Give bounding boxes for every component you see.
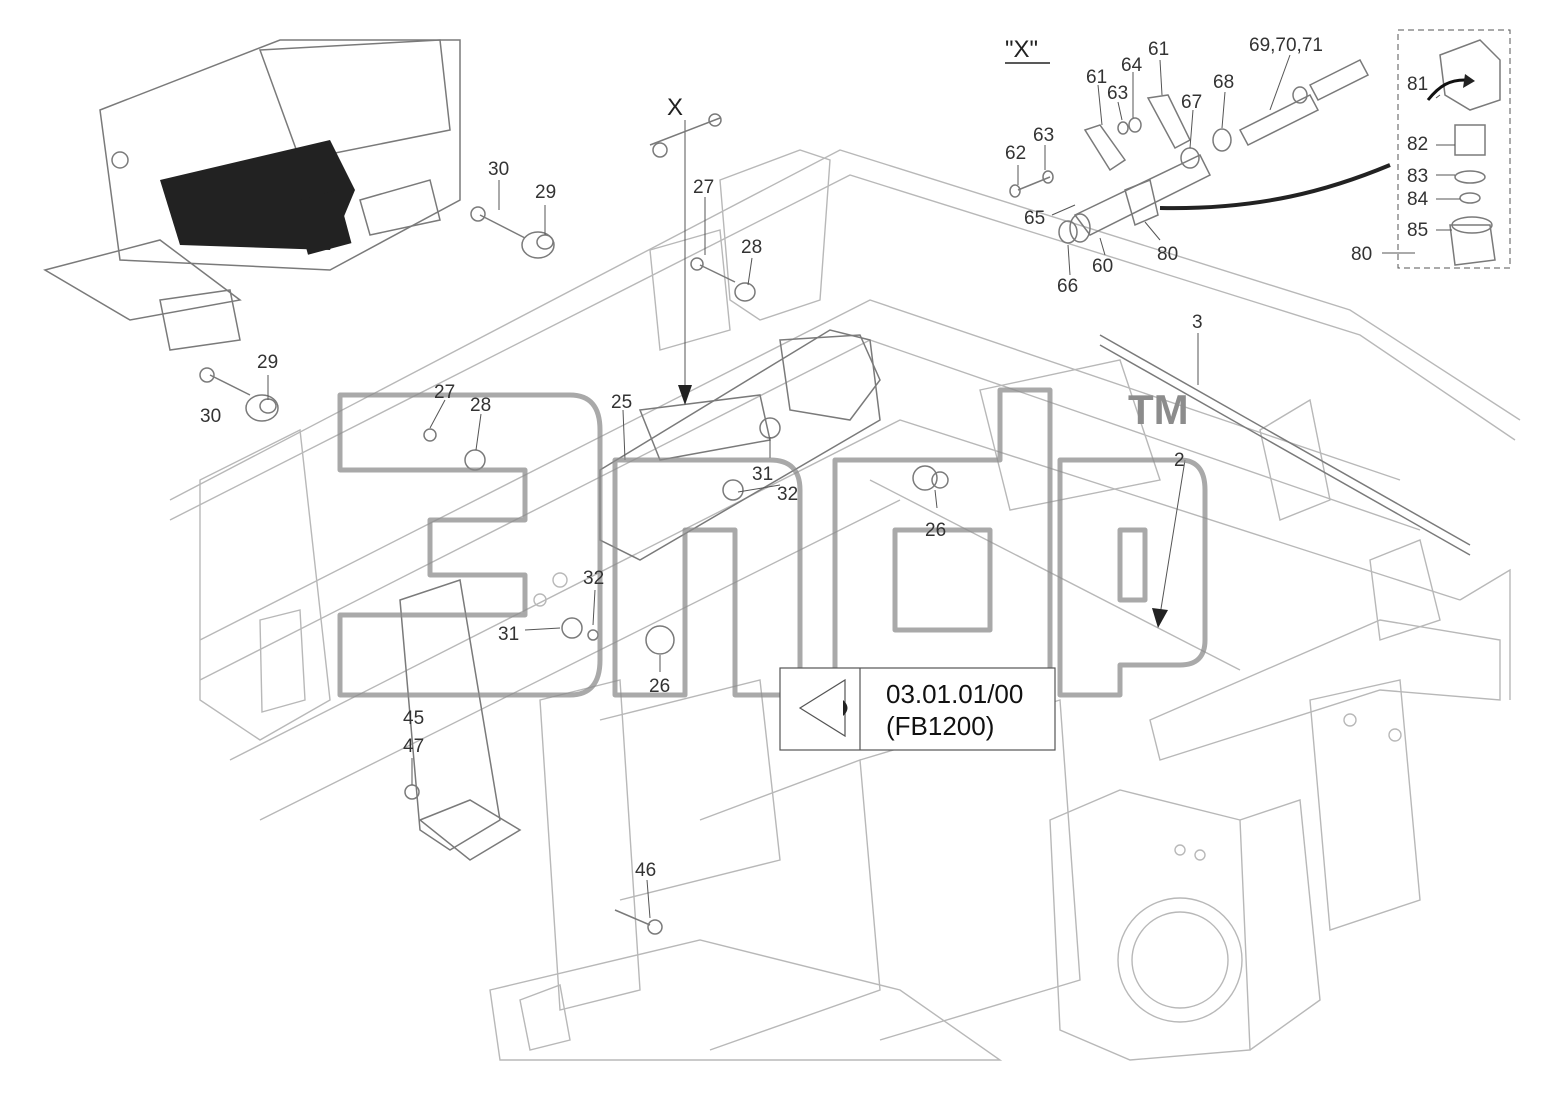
callout-30-top: 30 [488,159,509,180]
callout-32-lower: 32 [583,568,604,589]
x-view-marker [649,113,722,405]
callout-32-upper: 32 [777,484,798,505]
watermark-tm: TM [1128,386,1189,433]
callout-64: 64 [1121,55,1143,76]
callout-31-upper: 31 [752,464,773,485]
callout-26-lower: 26 [649,676,670,697]
leader-lines [267,54,1460,919]
callout-3: 3 [1192,312,1203,333]
callout-81: 81 [1407,74,1428,95]
reference-code: 03.01.01/00 [886,679,1023,709]
callout-80-detail: 80 [1157,244,1178,265]
watermark-logo: TM [337,386,1208,698]
main-frame-drawing [169,149,1521,1061]
callout-29-left: 29 [257,352,278,373]
callout-27-mid: 27 [434,382,455,403]
callout-84: 84 [1407,189,1429,210]
callout-60: 60 [1092,256,1113,277]
callout-28-mid: 28 [470,395,491,416]
callout-26-upper: 26 [925,520,946,541]
callout-85: 85 [1407,220,1428,241]
rod-arrow-part-2 [1152,459,1186,628]
callout-67: 67 [1181,92,1202,113]
callout-30-left: 30 [200,406,221,427]
callout-62: 62 [1005,143,1026,164]
callout-2: 2 [1174,450,1185,471]
callout-46: 46 [635,860,656,881]
callout-80-box: 80 [1351,244,1372,265]
callout-31-lower: 31 [498,624,519,645]
callout-63-upper: 63 [1107,83,1128,104]
x-marker-label: X [667,94,683,121]
callout-45: 45 [403,708,424,729]
reference-box: 03.01.01/00 (FB1200) [779,667,1056,751]
bolt-bushing-group-top [470,206,555,259]
callout-29-top: 29 [535,182,556,203]
machine-overview-illustration [43,39,461,351]
detail-x-assembly [1009,29,1511,269]
callout-28-top: 28 [741,237,762,258]
callout-63-lower: 63 [1033,125,1054,146]
callout-65: 65 [1024,208,1045,229]
callout-66: 66 [1057,276,1078,297]
reference-model: (FB1200) [886,711,994,741]
callout-68: 68 [1213,72,1234,93]
callout-82: 82 [1407,134,1428,155]
callout-25: 25 [611,392,632,413]
callout-61-left: 61 [1086,67,1107,88]
callout-27-top: 27 [693,177,714,198]
view-eye-dot-icon [843,700,848,716]
callout-61-right: 61 [1148,39,1169,60]
bolt-washer-group-27-28 [690,257,756,302]
detail-view-label: "X" [1005,36,1038,63]
callout-83: 83 [1407,166,1428,187]
callout-numbers: 30 29 29 30 27 28 27 28 25 31 32 26 32 3… [200,35,1429,881]
callout-69-70-71: 69,70,71 [1249,35,1323,56]
callout-47: 47 [403,736,424,757]
